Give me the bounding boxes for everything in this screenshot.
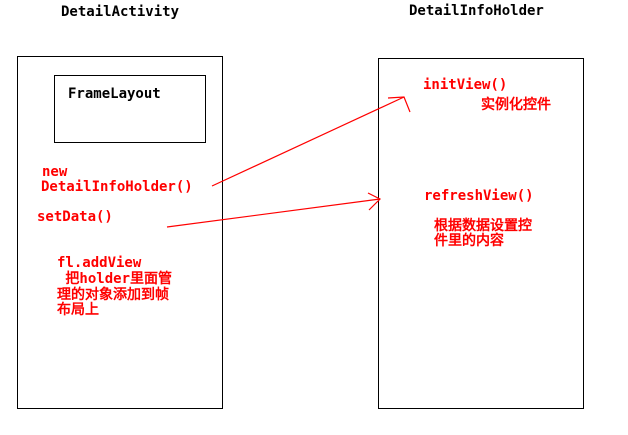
detail-info-holder-box (378, 58, 584, 409)
add-view-note-line: 布局上 (57, 302, 99, 318)
arrowhead-refreshview (367, 192, 382, 211)
refresh-view-call: refreshView() (424, 188, 534, 204)
detail-activity-box (17, 56, 223, 409)
arrow-new-to-initview (211, 96, 405, 187)
frame-layout-label: FrameLayout (68, 86, 161, 102)
refresh-view-note-line: 根据数据设置控 (434, 218, 532, 234)
arrow-setdata-to-refreshview (166, 198, 381, 228)
new-keyword: new (42, 164, 68, 180)
add-view-call: fl.addView (57, 255, 142, 271)
frame-layout-box (54, 75, 206, 143)
detail-info-holder-title: DetailInfoHolder (409, 3, 544, 19)
constructor-call: DetailInfoHolder() (41, 179, 193, 195)
refresh-view-note-line: 件里的内容 (434, 233, 504, 249)
add-view-note-line: 把holder里面管 (57, 271, 173, 287)
add-view-note-line: 理的对象添加到帧 (57, 287, 169, 303)
init-view-note: 实例化控件 (481, 97, 551, 113)
set-data-call: setData() (37, 209, 113, 225)
detail-activity-title: DetailActivity (61, 4, 180, 20)
init-view-call: initView() (423, 77, 508, 93)
arrowhead-initview (387, 96, 411, 113)
